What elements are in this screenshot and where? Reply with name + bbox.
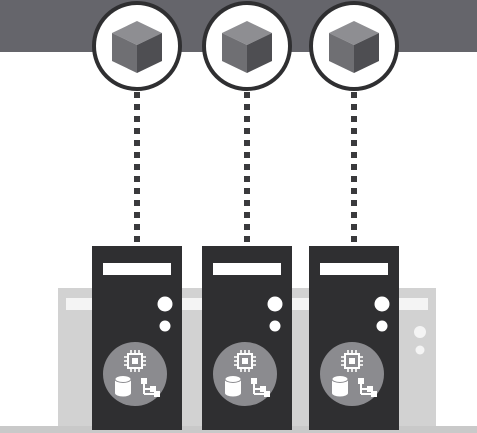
cube-icon [222,21,272,73]
database-icon [224,375,242,397]
drive-slot [103,263,171,275]
tower-server [309,246,399,430]
vm-node [202,1,292,91]
cpu-chip-icon [234,350,256,372]
database-icon [114,375,132,397]
cpu-chip-icon [124,350,146,372]
drive-slot [213,263,281,275]
power-light [374,296,390,312]
network-tree-icon [251,378,270,397]
cube-icon [329,21,379,73]
tower-server [202,246,292,430]
cube-icon [112,21,162,73]
tower-server [92,246,182,430]
status-light [159,320,171,332]
cpu-chip-icon [341,350,363,372]
vm-node [309,1,399,91]
background-server-light [414,326,426,338]
network-tree-icon [358,378,377,397]
status-light [376,320,388,332]
power-light [157,296,173,312]
network-tree-icon [141,378,160,397]
power-light [267,296,283,312]
database-icon [331,375,349,397]
status-light [269,320,281,332]
vm-node [92,1,182,91]
drive-slot [320,263,388,275]
background-server-light [415,345,425,355]
